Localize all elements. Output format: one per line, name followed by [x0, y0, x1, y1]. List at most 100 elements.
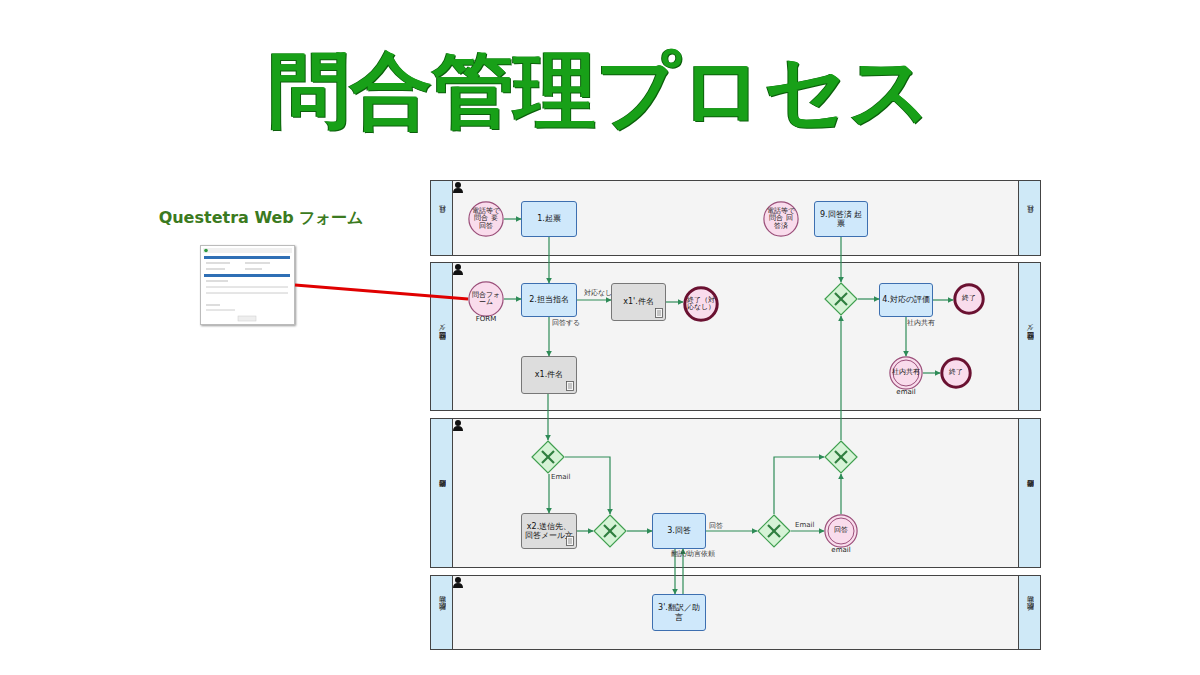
event-caption: email	[804, 546, 878, 554]
script-icon-line	[657, 311, 661, 312]
script-icon	[566, 381, 574, 391]
form-heading: Questetra Web フォーム	[131, 208, 391, 229]
event-label: 終了（対応なし）	[683, 297, 719, 311]
event-label: 社内共有	[889, 369, 923, 376]
sequence-flow	[706, 530, 757, 531]
swim-lane: 問合窓口リーダ 問合窓口リーダ 問合フォームFORM 2.担当指名 x1'.件名 終了（対…	[430, 262, 1041, 411]
task-box: 4.対応の評価	[879, 283, 933, 317]
lane-label-strip: 社員	[1018, 181, 1040, 255]
sequence-flow	[923, 372, 940, 373]
gateway-outline	[758, 515, 790, 547]
gateway-x-mark	[604, 525, 616, 537]
sequence-flow	[774, 457, 824, 514]
sequence-flow	[548, 317, 549, 356]
script-icon-page	[567, 537, 574, 546]
event-label: 終了	[946, 369, 966, 376]
sequence-flow	[548, 474, 549, 513]
swim-lane: 翻訳／助言翻訳／助言3'.翻訳／助言	[430, 575, 1041, 650]
event-label: 電話等で問合 要回答	[468, 208, 504, 229]
task-box: 2.担当指名	[521, 283, 577, 317]
sequence-flow	[577, 299, 611, 300]
task-label: 3'.翻訳／助言	[655, 603, 703, 621]
script-icon-line	[568, 541, 572, 542]
edge-label: 回答する	[552, 318, 580, 328]
sequence-flow	[840, 237, 841, 282]
script-icon-line	[657, 315, 661, 316]
task-label: 1.起票	[537, 214, 561, 223]
gateway-x-mark	[768, 525, 780, 537]
edge-label: 社内共有	[907, 318, 935, 328]
sequence-flow	[504, 218, 521, 219]
gateway-diamond	[824, 282, 858, 316]
script-icon	[566, 536, 574, 546]
event-label: 終了	[959, 295, 979, 302]
sequence-flow	[565, 457, 610, 514]
script-icon-line	[568, 386, 572, 387]
gateway-shape	[757, 514, 791, 548]
gateway-diamond	[824, 440, 858, 474]
task-box: 1.起票	[521, 201, 577, 237]
gateway-x-mark	[542, 451, 554, 463]
message-event: 社内共有email	[889, 356, 923, 390]
sequence-flow	[791, 530, 824, 531]
event-caption: FORM	[448, 315, 524, 323]
event-label: 電話等で問合 回答済	[763, 208, 799, 229]
task-box: 3'.翻訳／助言	[652, 594, 706, 631]
sequence-flow	[933, 299, 953, 300]
script-task-box: x2.送信先、回答メール文	[521, 513, 577, 549]
task-label: 9.回答済 起票	[817, 210, 865, 228]
gateway-x-mark	[835, 451, 847, 463]
lane-label: 問合窓口リーダ	[1025, 329, 1035, 345]
event-outline	[890, 357, 922, 389]
form-thumbnail: Questetra Web フォーム	[200, 245, 295, 325]
lane-label-strip: 問合対応者	[1018, 419, 1040, 567]
event-outline	[764, 202, 798, 236]
start-event: 問合フォームFORM	[468, 281, 504, 317]
sequence-flow	[858, 298, 879, 299]
gateway-diamond	[593, 514, 627, 548]
gateway-shape	[531, 440, 565, 474]
gateway-x-mark	[835, 451, 847, 463]
event-outline	[469, 282, 503, 316]
sequence-flow	[905, 317, 906, 356]
edge-label: 翻訳/助言依頼	[671, 549, 715, 559]
sequence-flow	[840, 474, 841, 514]
gateway-outline	[825, 283, 857, 315]
edge-label: Email	[551, 473, 570, 481]
message-event: 回答email	[824, 514, 858, 548]
lane-label-strip: 翻訳／助言	[431, 576, 453, 649]
script-icon-line	[568, 543, 572, 544]
gateway-diamond	[531, 440, 565, 474]
lane-label: 問合窓口リーダ	[437, 329, 447, 345]
task-label: 3.回答	[667, 526, 691, 535]
event-outline	[942, 359, 970, 387]
link-line	[295, 285, 468, 299]
script-icon-line	[568, 384, 572, 385]
event-inner-outline	[828, 518, 854, 544]
gateway-shape	[824, 282, 858, 316]
script-icon	[655, 308, 663, 318]
lane-label-strip: 社員	[431, 181, 453, 255]
gateway-shape	[593, 514, 627, 548]
task-box: 9.回答済 起票	[814, 201, 868, 237]
lane-label-strip: 問合窓口リーダ	[1018, 263, 1040, 410]
script-task-box: x1'.件名	[611, 283, 666, 321]
task-label: x1'.件名	[623, 297, 654, 306]
script-icon-line	[657, 313, 661, 314]
event-outline	[825, 515, 857, 547]
gateway-outline	[825, 441, 857, 473]
start-event: 電話等で問合 要回答	[468, 201, 504, 237]
diagram-title: 問合管理プロセス	[0, 40, 1200, 140]
script-icon-line	[568, 539, 572, 540]
sequence-flow	[627, 530, 652, 531]
end-event: 終了	[940, 357, 972, 389]
event-label: 回答	[831, 527, 851, 534]
sequence-flow	[840, 316, 841, 440]
sequence-flow	[577, 530, 593, 531]
event-outline	[469, 202, 503, 236]
end-event: 終了（対応なし）	[683, 286, 719, 322]
gateway-x-mark	[768, 525, 780, 537]
lane-label-strip: 問合対応者	[431, 419, 453, 567]
